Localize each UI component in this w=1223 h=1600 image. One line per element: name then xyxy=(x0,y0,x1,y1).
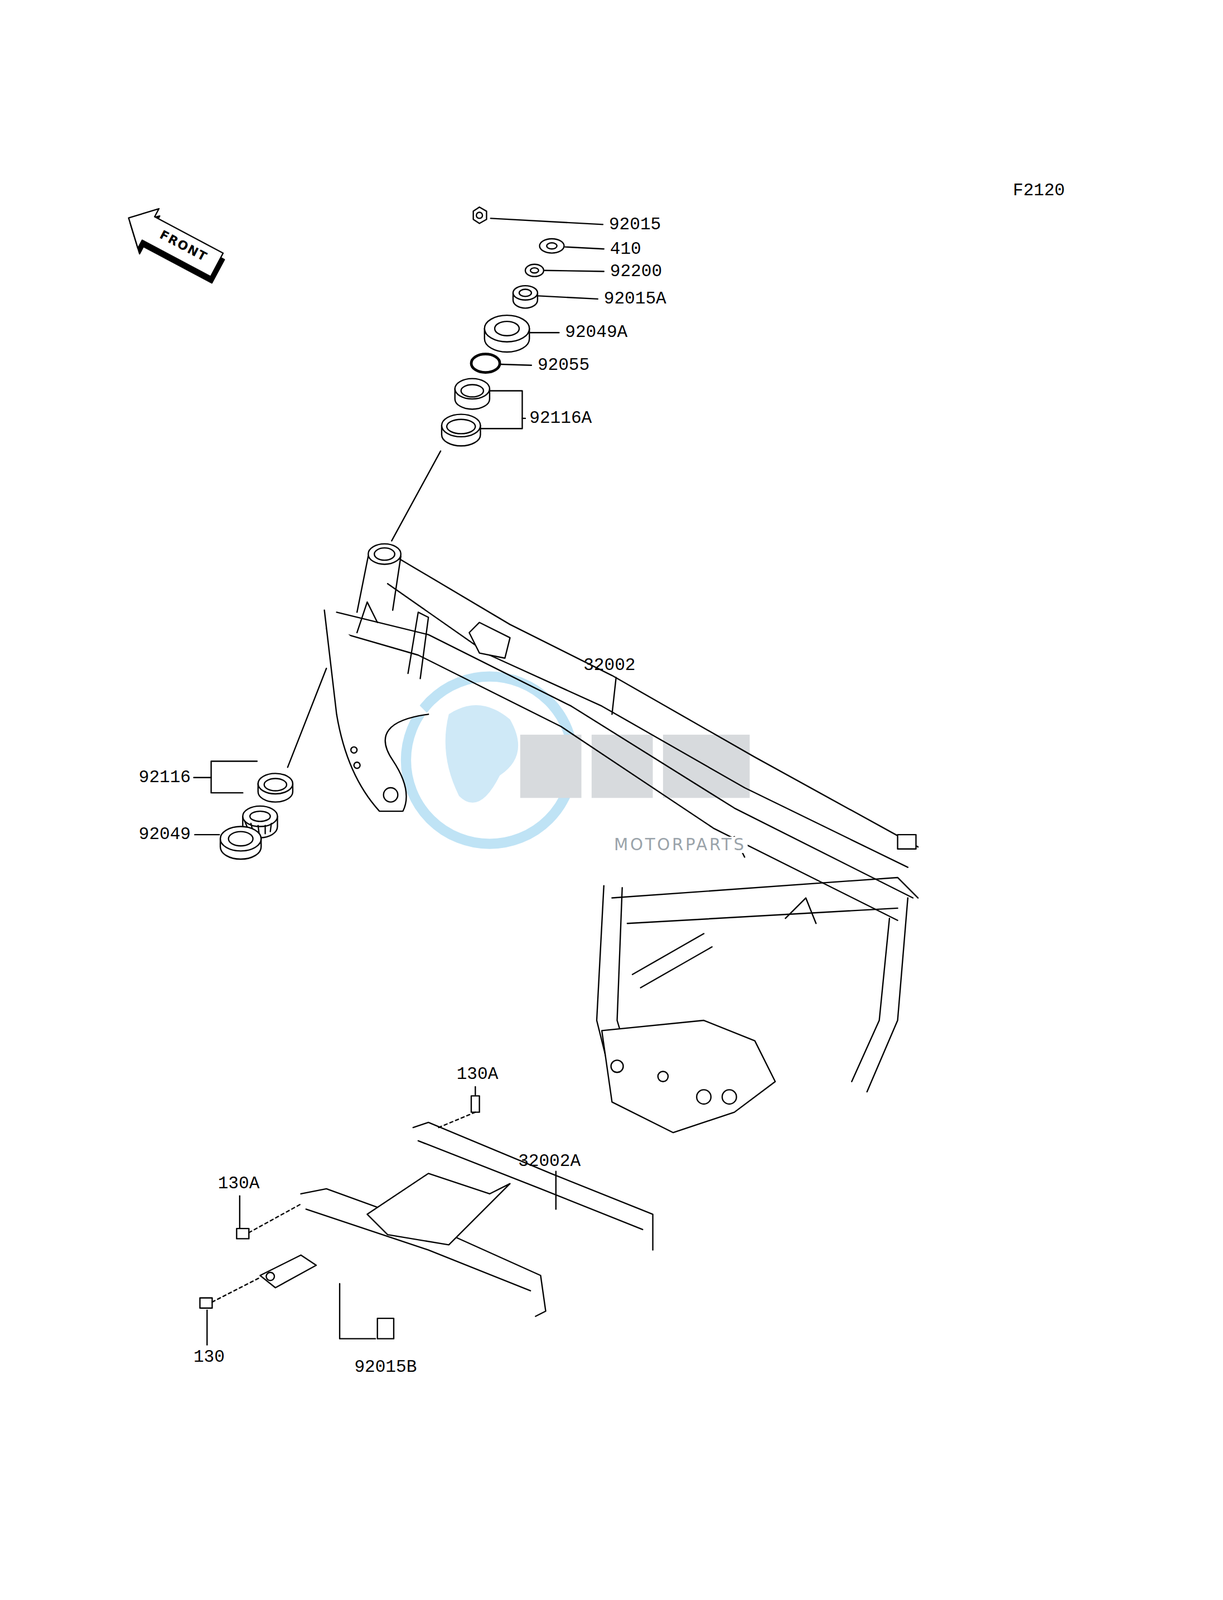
frame-drawing xyxy=(611,677,616,714)
frame-drawing xyxy=(258,772,293,794)
frame-drawing xyxy=(199,1297,212,1308)
frame-drawing xyxy=(220,826,261,852)
callout-number: 92049A xyxy=(564,324,628,342)
frame-drawing xyxy=(490,218,603,225)
frame-drawing xyxy=(475,1086,476,1095)
frame-drawing xyxy=(469,622,510,659)
frame-drawing xyxy=(391,450,441,541)
frame-drawing xyxy=(494,321,520,336)
frame-drawing xyxy=(356,556,401,613)
frame-drawing xyxy=(326,628,898,921)
frame-drawing xyxy=(484,315,530,342)
callout-number: 92015B xyxy=(354,1357,417,1376)
frame-drawing xyxy=(471,354,500,373)
frame-drawing xyxy=(441,414,481,437)
frame-drawing xyxy=(521,417,525,419)
frame-drawing xyxy=(206,1309,208,1345)
frame-drawing xyxy=(513,285,538,301)
callout-number: F2120 xyxy=(1012,181,1065,200)
frame-drawing xyxy=(632,933,713,988)
frame-drawing xyxy=(455,378,490,400)
frame-drawing xyxy=(539,238,565,254)
frame-drawing xyxy=(538,295,598,299)
callout-number: 130 xyxy=(193,1347,225,1366)
frame-drawing xyxy=(387,583,908,867)
frame-drawing xyxy=(476,211,483,219)
frame-drawing xyxy=(374,547,395,560)
frame-drawing xyxy=(115,197,231,290)
callout-number: 32002 xyxy=(583,656,636,674)
frame-drawing xyxy=(377,1317,394,1339)
frame-drawing xyxy=(366,1172,510,1245)
frame-drawing xyxy=(287,668,327,767)
frame-drawing xyxy=(356,601,429,679)
frame-drawing xyxy=(480,390,522,429)
callout-number: 92015A xyxy=(603,289,667,308)
callout-number: 92200 xyxy=(610,262,662,280)
frame-drawing xyxy=(658,1070,669,1081)
callout-number: 92116 xyxy=(138,768,191,786)
frame-drawing xyxy=(544,270,604,272)
frame-drawing xyxy=(239,1195,240,1228)
callout-number: 92055 xyxy=(537,356,590,374)
frame-drawing xyxy=(368,543,401,565)
frame-drawing xyxy=(324,610,429,811)
frame-drawing xyxy=(722,1089,737,1104)
frame-drawing xyxy=(601,1020,776,1133)
frame-drawing xyxy=(383,787,399,802)
frame-drawing xyxy=(228,831,254,847)
frame-drawing xyxy=(611,877,918,923)
frame-drawing xyxy=(115,197,918,1345)
frame-drawing xyxy=(118,197,228,285)
frame-drawing xyxy=(354,761,361,768)
frame-drawing xyxy=(564,247,604,250)
frame-drawing xyxy=(242,805,278,827)
callout-number: 130A xyxy=(218,1174,260,1192)
callout-number: 92015 xyxy=(608,215,661,234)
frame-drawing xyxy=(519,289,532,297)
frame-drawing xyxy=(530,332,559,333)
frame-drawing xyxy=(266,1272,275,1281)
frame-drawing xyxy=(445,704,519,803)
frame-drawing xyxy=(546,242,557,249)
frame-drawing xyxy=(339,1283,376,1339)
frame-drawing xyxy=(471,1095,480,1112)
frame-drawing xyxy=(555,1171,557,1210)
callout-number: 410 xyxy=(610,240,642,258)
frame-drawing xyxy=(525,264,544,277)
frame-drawing xyxy=(851,897,908,1092)
frame-drawing xyxy=(399,558,918,847)
frame-drawing xyxy=(211,1112,476,1302)
frame-drawing xyxy=(249,810,271,821)
frame-drawing xyxy=(446,419,476,434)
frame-drawing xyxy=(236,1228,249,1239)
frame-drawing xyxy=(264,778,287,791)
frame-drawing xyxy=(473,206,487,224)
frame-drawing xyxy=(461,384,484,398)
callout-number: 130A xyxy=(456,1065,499,1083)
frame-drawing xyxy=(897,834,917,849)
frame-drawing xyxy=(194,833,220,835)
frame-drawing xyxy=(530,267,539,273)
callout-number: 32002A xyxy=(518,1152,581,1170)
frame-drawing xyxy=(591,734,654,798)
frame-drawing xyxy=(211,760,258,793)
frame-drawing xyxy=(520,734,582,798)
frame-drawing xyxy=(696,1089,712,1104)
frame-drawing xyxy=(611,1059,624,1072)
frame-drawing xyxy=(194,776,212,778)
callout-number: 92116A xyxy=(529,409,592,427)
watermark-text: MOTORPARTS xyxy=(611,836,748,853)
frame-drawing xyxy=(500,364,532,366)
frame-drawing xyxy=(259,1254,317,1288)
callout-number: 92049 xyxy=(138,825,191,844)
frame-drawing xyxy=(350,746,357,753)
